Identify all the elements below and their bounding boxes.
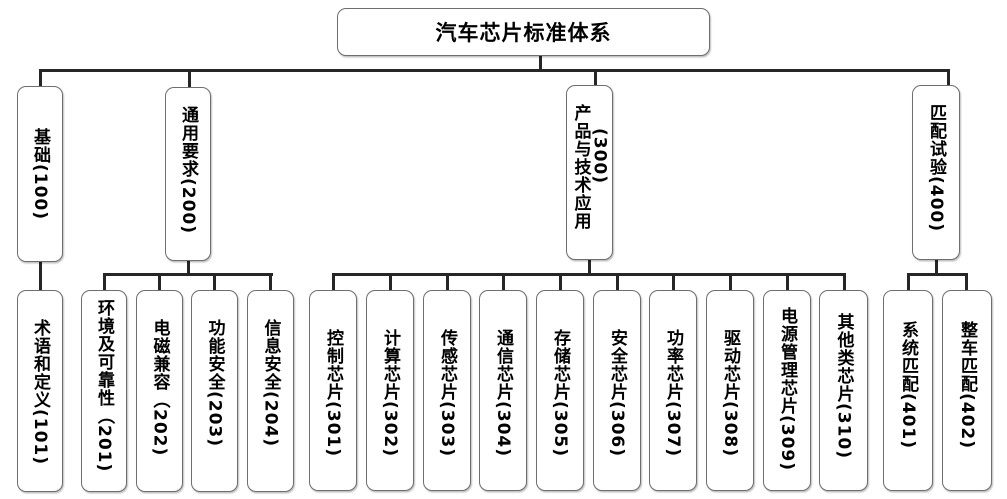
node-label: 术语和定义(101): [30, 319, 50, 466]
node-label: 匹配试验(400): [926, 104, 946, 233]
connector-drop-302: [389, 273, 392, 291]
root-title: 汽车芯片标准体系: [435, 21, 612, 45]
connector-400-bus: [907, 273, 967, 276]
node-401: 系统匹配(401): [883, 290, 933, 491]
connector-drop-306: [616, 273, 619, 291]
node-101: 术语和定义(101): [17, 290, 63, 492]
connector-drop-301: [332, 273, 335, 291]
connector-drop-401: [907, 273, 910, 291]
node-203: 功能安全(203): [191, 290, 238, 492]
node-label: 环境及可靠性（201): [94, 299, 114, 473]
node-202: 电磁兼容（202): [136, 290, 183, 492]
connector-drop-204: [269, 273, 272, 291]
node-308: 驱动芯片(308): [706, 290, 754, 491]
node-label: 其他类芯片(310): [833, 313, 854, 460]
connector-drop-203: [213, 273, 216, 291]
connector-drop-202: [158, 273, 161, 291]
node-label: 整车匹配(402): [957, 321, 977, 450]
connector-drop-308: [729, 273, 732, 291]
node-label-line-1: 产品与技术应用: [570, 104, 591, 230]
connector-root-drop: [539, 56, 542, 71]
node-general-200: 通用要求(200): [165, 87, 211, 261]
node-label: 基础(100): [30, 127, 50, 221]
node-label: 通用要求(200): [178, 106, 198, 235]
connector-100-101: [39, 262, 42, 291]
node-label: 电源管理芯片(309): [777, 307, 797, 472]
connector-drop-310: [843, 273, 846, 291]
connector-drop-303: [446, 273, 449, 291]
node-label: 信息安全(204): [260, 319, 281, 448]
node-label: 传感芯片(303): [437, 329, 457, 458]
connector-drop-100: [39, 69, 42, 87]
node-label: 功能安全(203): [204, 319, 225, 448]
node-306: 安全芯片(306): [593, 290, 641, 491]
node-label: 系统匹配(401): [898, 321, 918, 450]
node-302: 计算芯片(302): [366, 290, 414, 491]
connector-200-bus: [103, 273, 273, 276]
node-301: 控制芯片(301): [309, 290, 357, 491]
node-402: 整车匹配(402): [942, 290, 992, 491]
connector-drop-400: [947, 69, 950, 86]
connector-drop-201: [103, 273, 106, 291]
node-305: 存储芯片(305): [536, 290, 584, 491]
connector-drop-305: [559, 273, 562, 291]
connector-drop-200: [188, 69, 191, 88]
node-product-300: 产品与技术应用 (300): [566, 85, 613, 260]
root-node: 汽车芯片标准体系: [337, 8, 710, 56]
connector-level1-bus: [39, 69, 950, 72]
node-label: 通信芯片(304): [493, 329, 513, 458]
node-label-line-2: (300): [589, 128, 610, 185]
connector-200-drop: [187, 261, 190, 275]
node-201: 环境及可靠性（201): [81, 290, 127, 492]
connector-drop-307: [672, 273, 675, 291]
connector-drop-402: [965, 273, 968, 291]
node-204: 信息安全(204): [247, 290, 294, 492]
node-label: 功率芯片(307): [663, 329, 683, 458]
connector-400-drop: [935, 260, 938, 275]
node-matching-400: 匹配试验(400): [912, 85, 960, 260]
node-310: 其他类芯片(310): [819, 290, 868, 491]
node-309: 电源管理芯片(309): [763, 290, 811, 491]
connector-drop-304: [502, 273, 505, 291]
node-label: 计算芯片(302): [380, 329, 400, 458]
node-label: 安全芯片(306): [607, 329, 627, 458]
node-label: 控制芯片(301): [323, 329, 343, 458]
node-label: 电磁兼容（202): [149, 319, 170, 457]
node-307: 功率芯片(307): [649, 290, 697, 491]
node-label: 存储芯片(305): [550, 329, 570, 458]
connector-drop-309: [786, 273, 789, 291]
node-basic-100: 基础(100): [17, 86, 63, 262]
connector-300-drop: [588, 260, 591, 275]
connector-300-bus: [332, 273, 846, 276]
connector-drop-300: [594, 69, 597, 86]
node-304: 通信芯片(304): [479, 290, 527, 491]
node-303: 传感芯片(303): [423, 290, 471, 491]
node-label: 驱动芯片(308): [720, 329, 740, 458]
